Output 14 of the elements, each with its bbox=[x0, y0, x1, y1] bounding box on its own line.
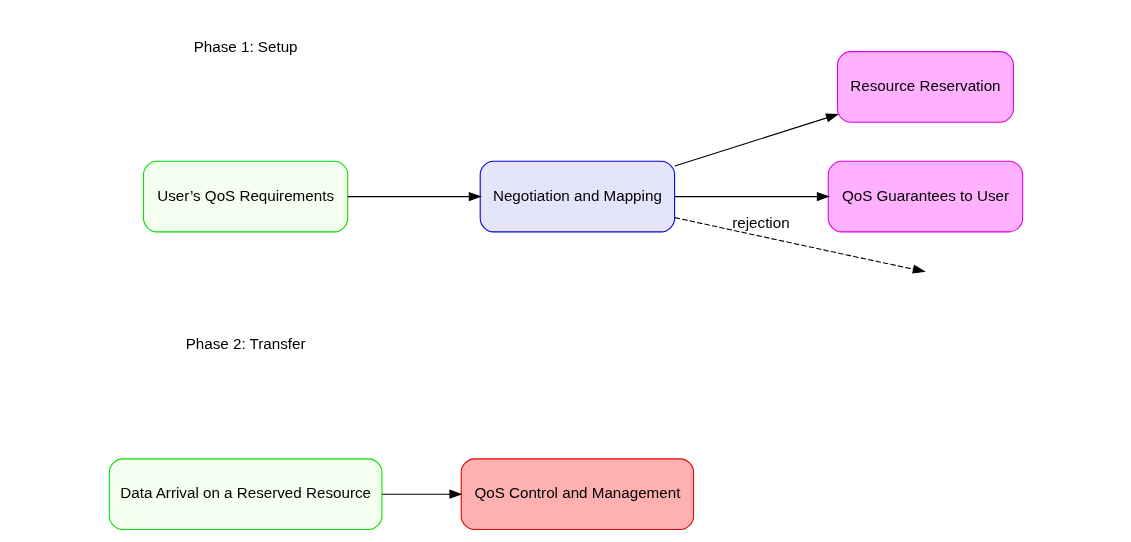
edge-label: rejection bbox=[731, 214, 790, 232]
arrow bbox=[673, 113, 839, 167]
arrow bbox=[673, 217, 926, 274]
node-box: QoS Control and Management bbox=[460, 458, 694, 530]
arrow bbox=[381, 489, 462, 499]
label: Phase 1: Setup bbox=[193, 37, 298, 55]
node-box: Resource Reservation bbox=[836, 51, 1014, 123]
node-box: Data Arrival on a Reserved Resource bbox=[108, 458, 382, 530]
label: Phase 2: Transfer bbox=[185, 335, 306, 353]
node-box: Negotiation and Mapping bbox=[479, 160, 675, 233]
node-box: QoS Guarantees to User bbox=[827, 160, 1023, 233]
arrow bbox=[346, 192, 482, 202]
arrow bbox=[673, 192, 830, 202]
node-box: User’s QoS Requirements bbox=[142, 160, 348, 233]
